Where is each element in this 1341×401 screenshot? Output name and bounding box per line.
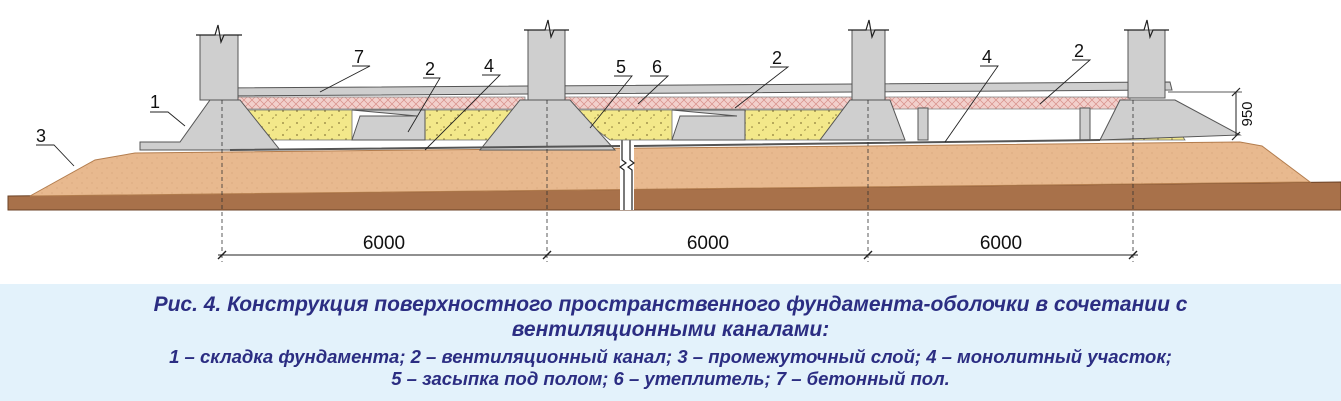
caption-legend-line-2: 5 – засыпка под полом; 6 – утеплитель; 7… (391, 368, 950, 389)
column (851, 29, 886, 101)
callout-4: 4 (982, 47, 992, 67)
callout-3: 3 (36, 126, 46, 146)
callout-5: 5 (616, 57, 626, 77)
caption-title: Рис. 4. Конструкция поверхностного прост… (0, 292, 1341, 342)
leader-4b (944, 65, 999, 143)
height-dim-ext (1231, 87, 1241, 97)
callout-2: 2 (1074, 41, 1084, 61)
dimension-tick (863, 250, 873, 260)
callout-2: 2 (772, 48, 782, 68)
break-line-left (618, 140, 628, 210)
span-dim-2: 6000 (687, 233, 729, 254)
monolithic-area (229, 139, 1101, 151)
leader-4a (424, 74, 502, 151)
insulation-strip (564, 96, 856, 110)
span-dim-3: 6000 (980, 233, 1022, 254)
callout-6: 6 (652, 57, 662, 77)
callout-7: 7 (354, 47, 364, 67)
leader-6 (637, 75, 670, 105)
caption-legend: 1 – складка фундамента; 2 – вентиляционн… (0, 346, 1341, 390)
intermediate-layer (29, 141, 1312, 197)
caption-title-line-1: Рис. 4. Конструкция поверхностного прост… (153, 293, 1188, 316)
diagram-panel: 6000 6000 6000 950 (7, 19, 1341, 262)
leader-3 (36, 144, 75, 167)
foundation-fold (1099, 99, 1242, 141)
height-dim: 950 (1239, 101, 1256, 126)
support-post (917, 107, 929, 141)
leader-7 (319, 65, 371, 93)
figure-caption: Рис. 4. Конструкция поверхностного прост… (0, 284, 1341, 401)
column-break (524, 19, 569, 40)
foundation-cross-section: 6000 6000 6000 950 (7, 19, 1341, 262)
caption-legend-line-1: 1 – складка фундамента; 2 – вентиляционн… (169, 346, 1172, 367)
foundation-fold (139, 99, 282, 151)
insulation-strip (229, 96, 526, 110)
foundation-fold (478, 99, 617, 151)
column-break (196, 24, 242, 45)
concrete-floor (214, 81, 1173, 97)
column-break (1124, 19, 1169, 40)
callout-4: 4 (484, 56, 494, 76)
support-post (1079, 107, 1091, 141)
leader-2b (734, 66, 790, 109)
insulation-strip (884, 96, 1131, 110)
vent-channel-hood (671, 109, 746, 141)
column (527, 29, 566, 101)
column (199, 34, 239, 101)
height-dim-ext (1231, 131, 1241, 141)
column (1127, 29, 1166, 99)
vent-channel-hood (351, 109, 426, 141)
leader-2a (407, 77, 441, 133)
span-dim-1: 6000 (363, 233, 405, 254)
callout-1: 1 (150, 92, 160, 112)
callout-2: 2 (425, 59, 435, 79)
foundation-fold (819, 99, 906, 141)
dimension-tick (217, 250, 227, 260)
dimension-tick (542, 250, 552, 260)
leader-1 (150, 111, 186, 127)
caption-title-line-2: вентиляционными каналами: (511, 318, 830, 341)
column-break (848, 19, 889, 40)
break-line-right (626, 140, 636, 210)
leader-5 (589, 75, 633, 129)
dimension-tick (1128, 250, 1138, 260)
leader-2c (1039, 59, 1092, 105)
